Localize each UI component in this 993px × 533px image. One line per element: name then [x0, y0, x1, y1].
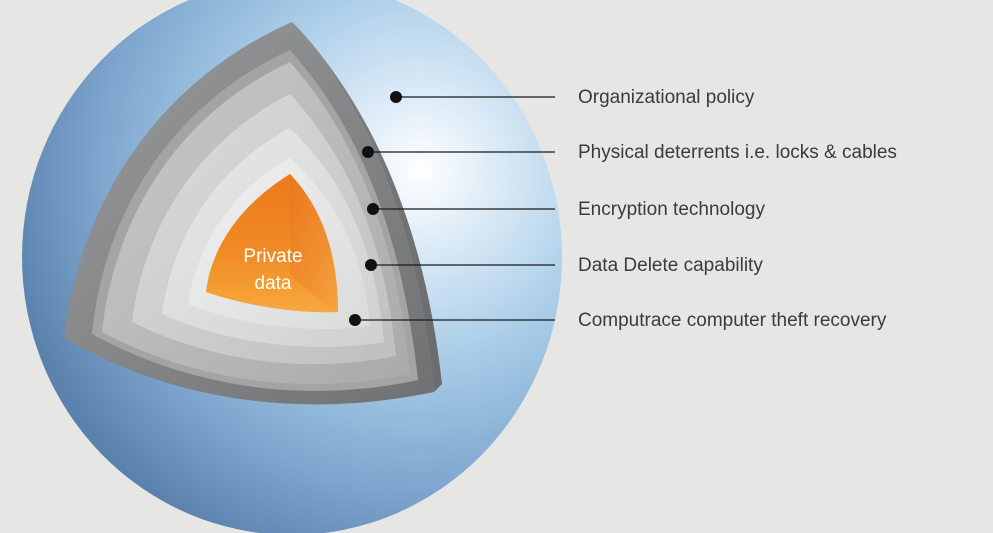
- callout-encryption: [367, 203, 555, 215]
- core-label-private: Private: [243, 246, 302, 267]
- callout-dot: [390, 91, 402, 103]
- label-physical-deterrents: Physical deterrents i.e. locks & cables: [578, 142, 897, 163]
- callout-dot: [362, 146, 374, 158]
- callout-dot: [365, 259, 377, 271]
- callout-dot: [349, 314, 361, 326]
- callout-dot: [367, 203, 379, 215]
- core-facet: [290, 174, 338, 312]
- label-computrace: Computrace computer theft recovery: [578, 310, 887, 331]
- callout-physical-deterrents: [362, 146, 555, 158]
- label-data-delete: Data Delete capability: [578, 255, 763, 276]
- callout-data-delete: [365, 259, 555, 271]
- callout-computrace: [349, 314, 555, 326]
- core-label-data: data: [255, 273, 292, 294]
- callout-organizational-policy: [390, 91, 555, 103]
- label-organizational-policy: Organizational policy: [578, 87, 755, 108]
- label-encryption-technology: Encryption technology: [578, 199, 765, 220]
